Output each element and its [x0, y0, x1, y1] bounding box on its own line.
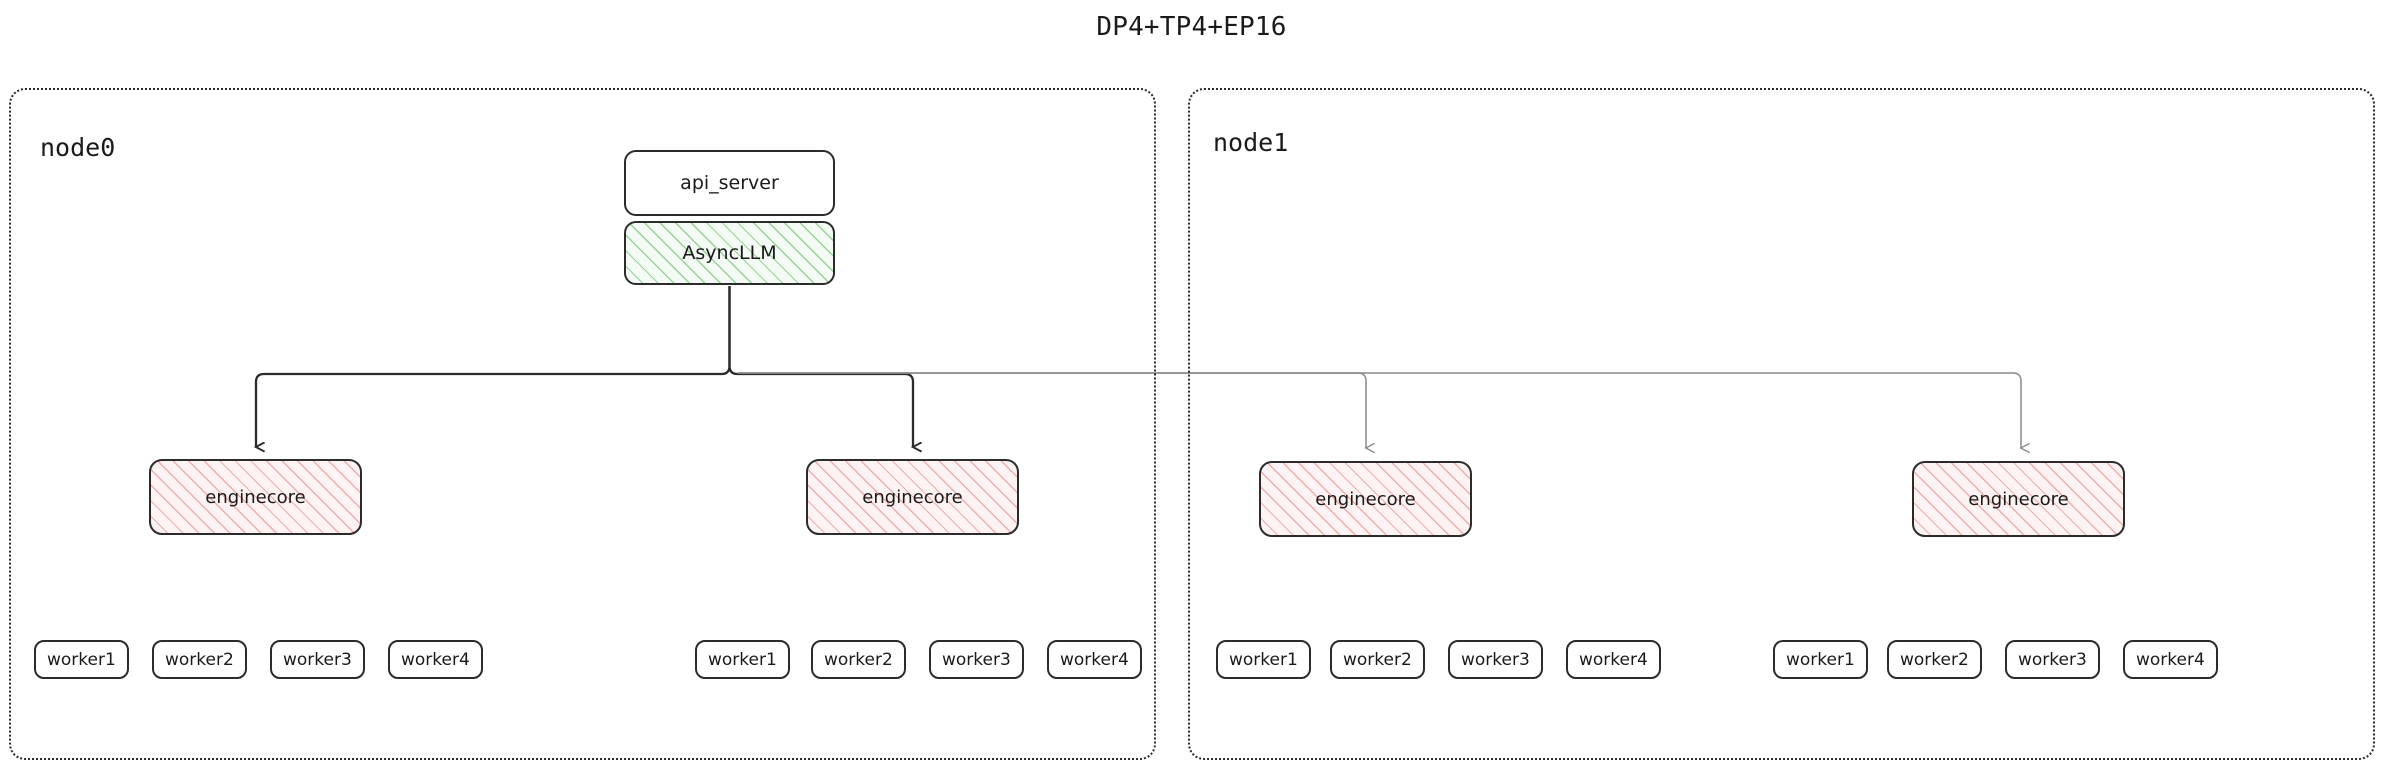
asyncllm-box[interactable]: AsyncLLM — [624, 221, 835, 285]
worker-box-node1-1-2[interactable]: worker3 — [2005, 640, 2100, 679]
worker-box-node1-0-0[interactable]: worker1 — [1216, 640, 1311, 679]
worker-box-node1-0-2[interactable]: worker3 — [1448, 640, 1543, 679]
worker-label: worker2 — [165, 649, 234, 670]
worker-label: worker1 — [708, 649, 777, 670]
worker-box-node0-1-0[interactable]: worker1 — [695, 640, 790, 679]
node-label-node1: node1 — [1213, 128, 1289, 157]
worker-label: worker2 — [1900, 649, 1969, 670]
worker-label: worker3 — [2018, 649, 2087, 670]
worker-label: worker1 — [1786, 649, 1855, 670]
worker-box-node0-1-1[interactable]: worker2 — [811, 640, 906, 679]
worker-label: worker3 — [1461, 649, 1530, 670]
enginecore-label: enginecore — [1968, 488, 2069, 510]
worker-box-node0-0-0[interactable]: worker1 — [34, 640, 129, 679]
enginecore-label: enginecore — [1315, 488, 1416, 510]
node-container-node1 — [1188, 88, 2375, 760]
worker-box-node1-1-1[interactable]: worker2 — [1887, 640, 1982, 679]
enginecore-label: enginecore — [862, 486, 963, 508]
worker-box-node1-0-1[interactable]: worker2 — [1330, 640, 1425, 679]
worker-label: worker3 — [283, 649, 352, 670]
worker-label: worker1 — [47, 649, 116, 670]
enginecore-box-node1-1[interactable]: enginecore — [1912, 461, 2125, 537]
worker-label: worker4 — [2136, 649, 2205, 670]
worker-label: worker1 — [1229, 649, 1298, 670]
worker-label: worker2 — [824, 649, 893, 670]
node-container-node0 — [9, 88, 1156, 760]
worker-label: worker3 — [942, 649, 1011, 670]
enginecore-box-node0-1[interactable]: enginecore — [806, 459, 1019, 535]
page-title: DP4+TP4+EP16 — [1096, 12, 1287, 42]
worker-label: worker2 — [1343, 649, 1412, 670]
worker-box-node0-0-3[interactable]: worker4 — [388, 640, 483, 679]
worker-label: worker4 — [1579, 649, 1648, 670]
worker-label: worker4 — [401, 649, 470, 670]
api-server-box[interactable]: api_server — [624, 150, 835, 216]
enginecore-label: enginecore — [205, 486, 306, 508]
enginecore-box-node0-0[interactable]: enginecore — [149, 459, 362, 535]
api-server-label: api_server — [680, 172, 779, 194]
worker-box-node0-0-1[interactable]: worker2 — [152, 640, 247, 679]
worker-label: worker4 — [1060, 649, 1129, 670]
worker-box-node1-0-3[interactable]: worker4 — [1566, 640, 1661, 679]
worker-box-node0-1-2[interactable]: worker3 — [929, 640, 1024, 679]
enginecore-box-node1-0[interactable]: enginecore — [1259, 461, 1472, 537]
worker-box-node1-1-3[interactable]: worker4 — [2123, 640, 2218, 679]
node-label-node0: node0 — [40, 133, 116, 162]
asyncllm-label: AsyncLLM — [682, 242, 777, 264]
worker-box-node1-1-0[interactable]: worker1 — [1773, 640, 1868, 679]
worker-box-node0-0-2[interactable]: worker3 — [270, 640, 365, 679]
worker-box-node0-1-3[interactable]: worker4 — [1047, 640, 1142, 679]
